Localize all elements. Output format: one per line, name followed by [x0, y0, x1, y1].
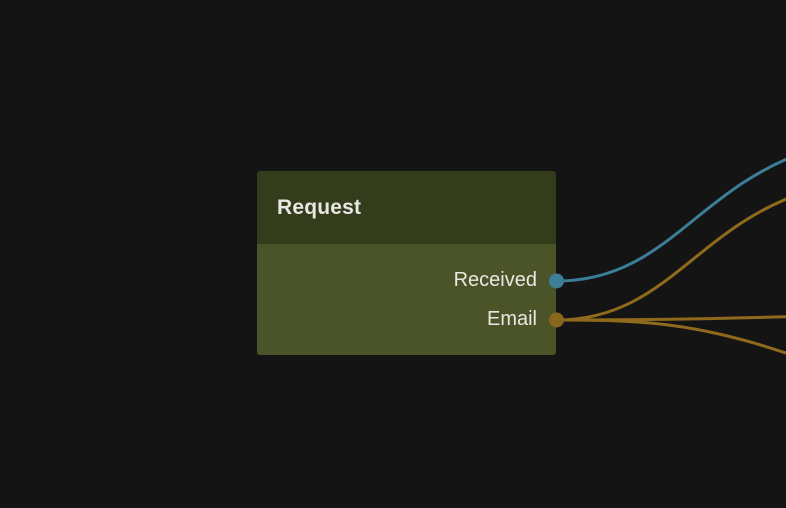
- output-port-dot[interactable]: [549, 312, 564, 327]
- output-row-received: Received: [257, 261, 564, 300]
- output-label-email: Email: [486, 308, 537, 330]
- wire-from-email[interactable]: [555, 318, 786, 358]
- node-title: Request: [277, 195, 362, 219]
- node-request[interactable]: Request Received Email: [257, 171, 564, 355]
- node-request-header[interactable]: Request: [257, 171, 556, 244]
- output-label-received: Received: [453, 269, 537, 291]
- output-port-dot[interactable]: [549, 273, 564, 288]
- wire-from-email[interactable]: [555, 192, 786, 322]
- node-request-body: Received Email: [257, 244, 564, 355]
- wire-from-received[interactable]: [555, 152, 786, 283]
- output-row-email: Email: [257, 300, 564, 339]
